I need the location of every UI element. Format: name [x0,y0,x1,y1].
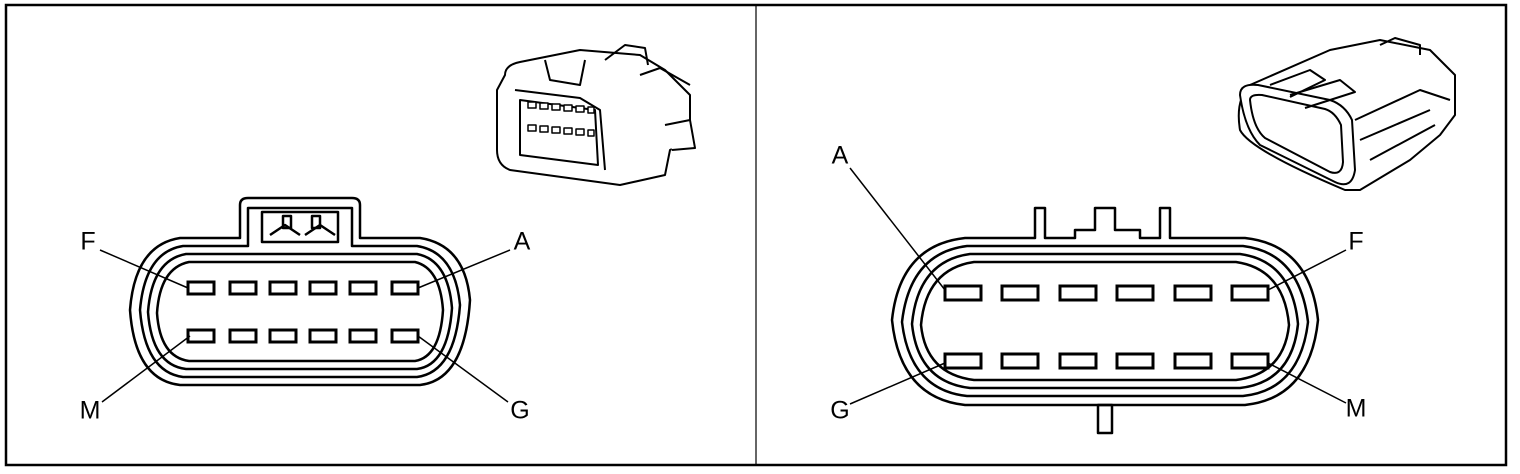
pin-cavity [390,328,420,344]
pin-cavity [1058,284,1098,302]
pin-cavity [390,280,420,296]
pin-cavity [186,280,216,296]
connector-3d-male-icon [1237,37,1456,191]
pin-cavity [1000,284,1040,302]
pin-label-bottom-left: M [80,397,101,425]
pin-label-bottom-left: G [830,397,849,425]
pin-cavity [348,328,378,344]
connector-3d-female-icon [496,44,696,186]
pin-cavity [186,328,216,344]
pin-label-bottom-right: M [1346,395,1367,423]
pin-cavity [228,328,258,344]
pin-grid-male [943,284,1270,370]
pin-cavity [1115,352,1155,370]
pin-cavity [1230,352,1270,370]
pin-label-bottom-right: G [510,397,529,425]
left-panel: F A M G [80,44,696,425]
pin-cavity [268,328,298,344]
leader-lines-left [99,249,511,403]
pin-label-top-left: F [80,228,95,256]
pin-cavity [348,280,378,296]
pin-cavity [943,352,983,370]
pin-grid-female [186,280,420,344]
pin-label-top-left: A [832,142,849,170]
connector-face-female [128,196,472,387]
pin-cavity [1230,284,1270,302]
connector-face-male [890,206,1320,435]
pin-cavity [1000,352,1040,370]
pin-cavity [268,280,298,296]
pin-cavity [1173,284,1213,302]
right-panel: A F G M [830,37,1456,435]
pin-cavity [1115,284,1155,302]
pin-cavity [943,284,983,302]
pin-label-top-right: F [1348,228,1363,256]
leader-lines-right [849,167,1347,405]
pin-cavity [308,328,338,344]
pin-cavity [1173,352,1213,370]
pin-cavity [228,280,258,296]
pin-cavity [1058,352,1098,370]
pin-cavity [308,280,338,296]
pin-label-top-right: A [514,228,531,256]
